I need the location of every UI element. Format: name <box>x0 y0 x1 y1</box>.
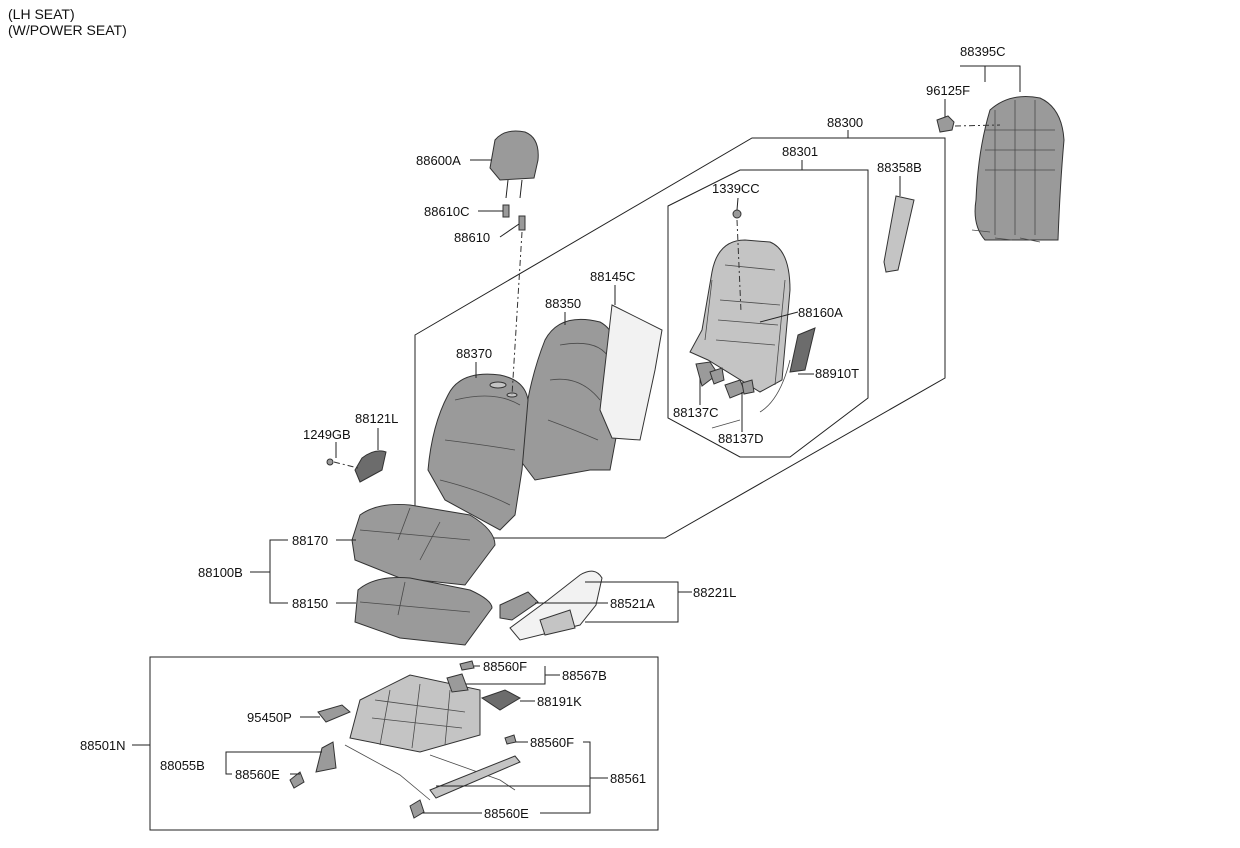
seat-cushion-pad-88150 <box>354 577 493 646</box>
seat-back-cover-88395C <box>971 96 1065 243</box>
label-88370: 88370 <box>456 346 492 361</box>
label-88221L: 88221L <box>693 585 736 600</box>
label-88395C: 88395C <box>960 44 1006 59</box>
side-cover-88121L <box>354 450 387 483</box>
label-88137C: 88137C <box>673 405 719 420</box>
headrest-88600A <box>489 130 539 199</box>
label-88610: 88610 <box>454 230 490 245</box>
label-88567B: 88567B <box>562 668 607 683</box>
label-88100B: 88100B <box>198 565 243 580</box>
label-88145C: 88145C <box>590 269 636 284</box>
label-88191K: 88191K <box>537 694 582 709</box>
cover-88560F-top <box>459 660 475 671</box>
label-88301: 88301 <box>782 144 818 159</box>
guide-88610 <box>518 215 526 231</box>
label-95450P: 95450P <box>247 710 292 725</box>
seat-back-frame-88160A <box>689 239 791 393</box>
bracket-88358B <box>883 195 915 273</box>
clip-96125F <box>936 115 955 133</box>
header-lh-seat: (LH SEAT) <box>8 6 75 22</box>
guide-88610C <box>502 204 510 218</box>
seat-back-cover-88370 <box>427 373 529 531</box>
label-88501N: 88501N <box>80 738 126 753</box>
cover-88567B <box>446 673 469 693</box>
label-1249GB: 1249GB <box>303 427 351 442</box>
side-shield-88221L <box>509 570 603 641</box>
label-88910T: 88910T <box>815 366 859 381</box>
power-switch-88521A <box>499 591 539 621</box>
label-88560F-lower: 88560F <box>530 735 574 750</box>
seat-cushion-cover-88170 <box>351 504 496 586</box>
label-88160A: 88160A <box>798 305 843 320</box>
group-88301-outline <box>667 169 869 458</box>
label-88600A: 88600A <box>416 153 461 168</box>
label-88055B: 88055B <box>160 758 205 773</box>
cover-88137C <box>695 361 725 387</box>
label-88560E-left: 88560E <box>235 767 280 782</box>
label-88521A: 88521A <box>610 596 655 611</box>
header-power-seat: (W/POWER SEAT) <box>8 22 127 38</box>
side-airbag-88910T <box>789 327 816 373</box>
leader-lines <box>132 65 1021 814</box>
motor-88191K <box>480 689 522 711</box>
cover-88560E-bottom <box>409 799 425 819</box>
label-88358B: 88358B <box>877 160 922 175</box>
ecu-95450P <box>317 704 351 723</box>
label-1339CC: 1339CC <box>712 181 760 196</box>
label-88300: 88300 <box>827 115 863 130</box>
cover-88055B <box>315 741 337 773</box>
seat-back-pad-88350 <box>519 318 624 481</box>
cover-88560F-right <box>504 734 517 745</box>
cover-88560E-left <box>289 771 305 789</box>
nut-1339CC <box>732 209 742 219</box>
label-88560F-upper: 88560F <box>483 659 527 674</box>
label-88170: 88170 <box>292 533 328 548</box>
label-88137D: 88137D <box>718 431 764 446</box>
group-88501N-outline <box>149 656 659 831</box>
label-88610C: 88610C <box>424 204 470 219</box>
rail-88561 <box>429 755 521 799</box>
screw-1249GB <box>326 458 334 466</box>
label-88350: 88350 <box>545 296 581 311</box>
label-88150: 88150 <box>292 596 328 611</box>
label-88121L: 88121L <box>355 411 398 426</box>
seat-cushion-frame <box>344 674 516 801</box>
label-88560E-bottom: 88560E <box>484 806 529 821</box>
back-board-88145C <box>599 304 663 441</box>
label-96125F: 96125F <box>926 83 970 98</box>
cover-88137D <box>724 379 755 399</box>
label-88561: 88561 <box>610 771 646 786</box>
